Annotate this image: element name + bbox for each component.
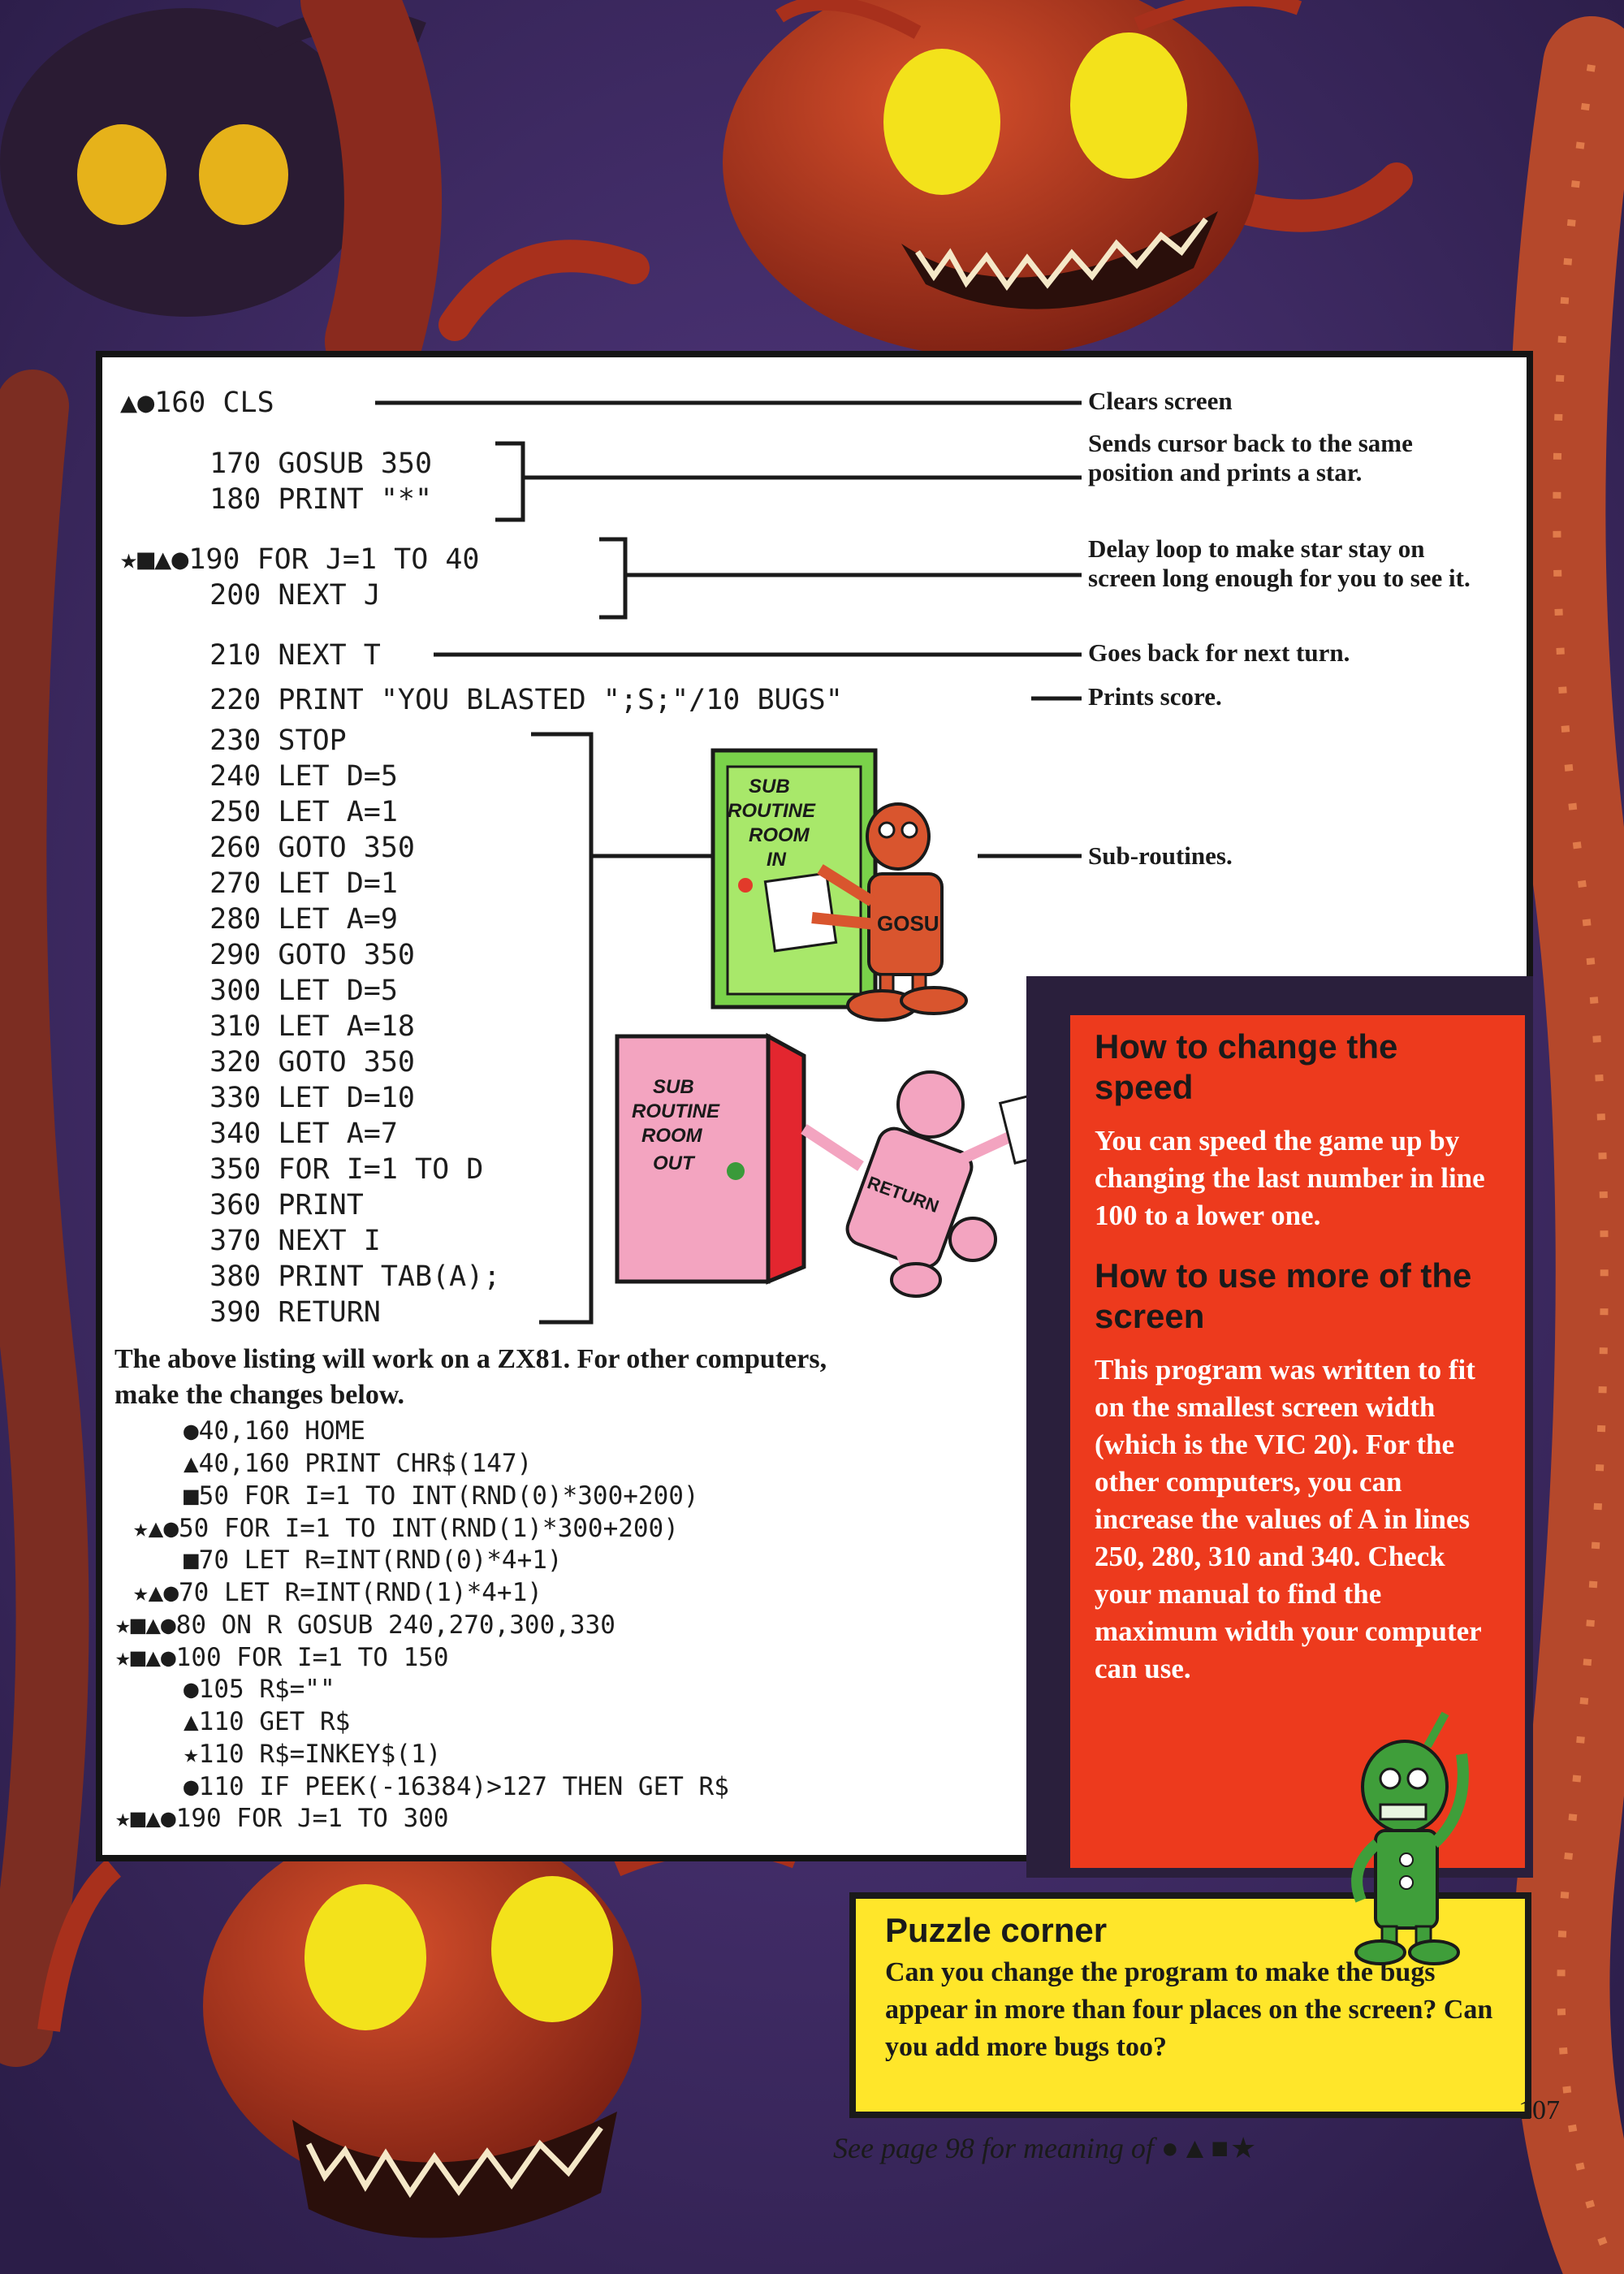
annotation-sends-cursor: Sends cursor back to the same position a… bbox=[1088, 429, 1413, 486]
door-in-sign: SUB ROUTINE ROOM IN bbox=[728, 776, 816, 871]
worm-top bbox=[300, 0, 442, 390]
listing-line-300: 300 LET D=5 bbox=[175, 975, 398, 1007]
annotation-delay-loop: Delay loop to make star stay on screen l… bbox=[1088, 534, 1471, 592]
puzzle-heading: Puzzle corner bbox=[885, 1911, 1108, 1949]
red-bug-top bbox=[438, 0, 1413, 357]
variant-line-3: ■50 FOR I=1 TO INT(RND(0)*300+200) bbox=[184, 1481, 699, 1511]
listing-line-380: 380 PRINT TAB(A); bbox=[175, 1260, 501, 1293]
zx81-note: The above listing will work on a ZX81. F… bbox=[114, 1344, 827, 1410]
speed-heading: How to change the speed bbox=[1095, 1027, 1398, 1106]
door-in-word-in: IN bbox=[767, 849, 787, 871]
variant-line-10: ▲110 GET R$ bbox=[184, 1707, 351, 1736]
variant-line-6: ★▲●70 LET R=INT(RND(1)*4+1) bbox=[133, 1578, 542, 1607]
listing-line-240: 240 LET D=5 bbox=[175, 760, 398, 793]
robot-gosub: GOSU bbox=[811, 802, 968, 1022]
annotation-clears-screen: Clears screen bbox=[1088, 387, 1233, 415]
robot-gosu-label: GOSU bbox=[877, 911, 939, 936]
listing-line-220: 220 PRINT "YOU BLASTED ";S;"/10 BUGS" bbox=[175, 684, 843, 716]
door-in-word-room: ROOM bbox=[749, 824, 810, 846]
variant-line-12: ●110 IF PEEK(-16384)>127 THEN GET R$ bbox=[184, 1772, 729, 1801]
tips-box: How to change the speed You can speed th… bbox=[1070, 1015, 1525, 1868]
annotation-prints-score: Prints score. bbox=[1088, 682, 1222, 711]
door-room-out bbox=[615, 1032, 806, 1285]
listing-line-230: 230 STOP bbox=[175, 724, 347, 757]
listing-line-250: 250 LET A=1 bbox=[175, 796, 398, 828]
variant-line-2: ▲40,160 PRINT CHR$(147) bbox=[184, 1449, 533, 1478]
listing-line-200: 200 NEXT J bbox=[175, 579, 381, 612]
footer-note: See page 98 for meaning of ●▲■★ bbox=[833, 2131, 1258, 2165]
door-in-word-routine: ROUTINE bbox=[728, 800, 816, 822]
variant-line-9: ●105 R$="" bbox=[184, 1675, 335, 1704]
variant-line-1: ●40,160 HOME bbox=[184, 1416, 365, 1446]
worm-right bbox=[1508, 16, 1624, 2274]
variant-line-4: ★▲●50 FOR I=1 TO INT(RND(1)*300+200) bbox=[133, 1514, 679, 1543]
listing-line-260: 260 GOTO 350 bbox=[175, 832, 416, 864]
listing-line-320: 320 GOTO 350 bbox=[175, 1046, 416, 1079]
listing-line-390: 390 RETURN bbox=[175, 1296, 381, 1329]
listing-line-370: 370 NEXT I bbox=[175, 1225, 381, 1257]
listing-line-280: 280 LET A=9 bbox=[175, 903, 398, 936]
variant-line-11: ★110 R$=INKEY$(1) bbox=[184, 1740, 442, 1769]
screen-text: This program was written to fit on the s… bbox=[1095, 1354, 1482, 1684]
variant-line-8: ★■▲●100 FOR I=1 TO 150 bbox=[115, 1643, 449, 1672]
footer-note-text: See page 98 for meaning of bbox=[833, 2132, 1154, 2164]
listing-line-270: 270 LET D=1 bbox=[175, 867, 398, 900]
door-out-word-sub: SUB bbox=[653, 1076, 694, 1098]
listing-line-170: 170 GOSUB 350 bbox=[175, 447, 433, 480]
puzzle-text: Can you change the program to make the b… bbox=[885, 1957, 1493, 2062]
worm-left bbox=[0, 370, 89, 2067]
listing-line-310: 310 LET A=18 bbox=[175, 1010, 416, 1043]
door-out-word-room: ROOM bbox=[641, 1125, 703, 1147]
listing-line-190: ★■▲●190 FOR J=1 TO 40 bbox=[120, 543, 480, 576]
page-number: 107 bbox=[1518, 2095, 1560, 2125]
speed-text: You can speed the game up by changing th… bbox=[1095, 1125, 1485, 1231]
listing-line-180: 180 PRINT "*" bbox=[175, 483, 433, 516]
screen-heading: How to use more of the screen bbox=[1095, 1256, 1472, 1335]
listing-line-210: 210 NEXT T bbox=[175, 639, 381, 672]
variant-line-5: ■70 LET R=INT(RND(0)*4+1) bbox=[184, 1546, 563, 1575]
listing-line-330: 330 LET D=10 bbox=[175, 1082, 416, 1114]
listing-line-160: ▲●160 CLS bbox=[120, 387, 274, 419]
door-room-in bbox=[710, 748, 878, 1009]
variant-line-7: ★■▲●80 ON R GOSUB 240,270,300,330 bbox=[115, 1610, 615, 1640]
annotation-sub-routines: Sub-routines. bbox=[1088, 841, 1233, 870]
variant-line-13: ★■▲●190 FOR J=1 TO 300 bbox=[115, 1804, 449, 1833]
listing-line-360: 360 PRINT bbox=[175, 1189, 364, 1221]
door-out-word-out: OUT bbox=[653, 1152, 696, 1174]
door-out-sign: SUB ROUTINE ROOM OUT bbox=[632, 1076, 720, 1174]
red-bug-bottom bbox=[37, 1819, 800, 2238]
listing-line-340: 340 LET A=7 bbox=[175, 1118, 398, 1150]
door-in-word-sub: SUB bbox=[749, 776, 790, 798]
footer-symbols: ●▲■★ bbox=[1160, 2132, 1259, 2164]
door-out-word-routine: ROUTINE bbox=[632, 1100, 720, 1122]
green-robot bbox=[1351, 1711, 1469, 1965]
listing-line-290: 290 GOTO 350 bbox=[175, 939, 416, 971]
listing-line-350: 350 FOR I=1 TO D bbox=[175, 1153, 484, 1186]
annotation-next-turn: Goes back for next turn. bbox=[1088, 638, 1350, 667]
